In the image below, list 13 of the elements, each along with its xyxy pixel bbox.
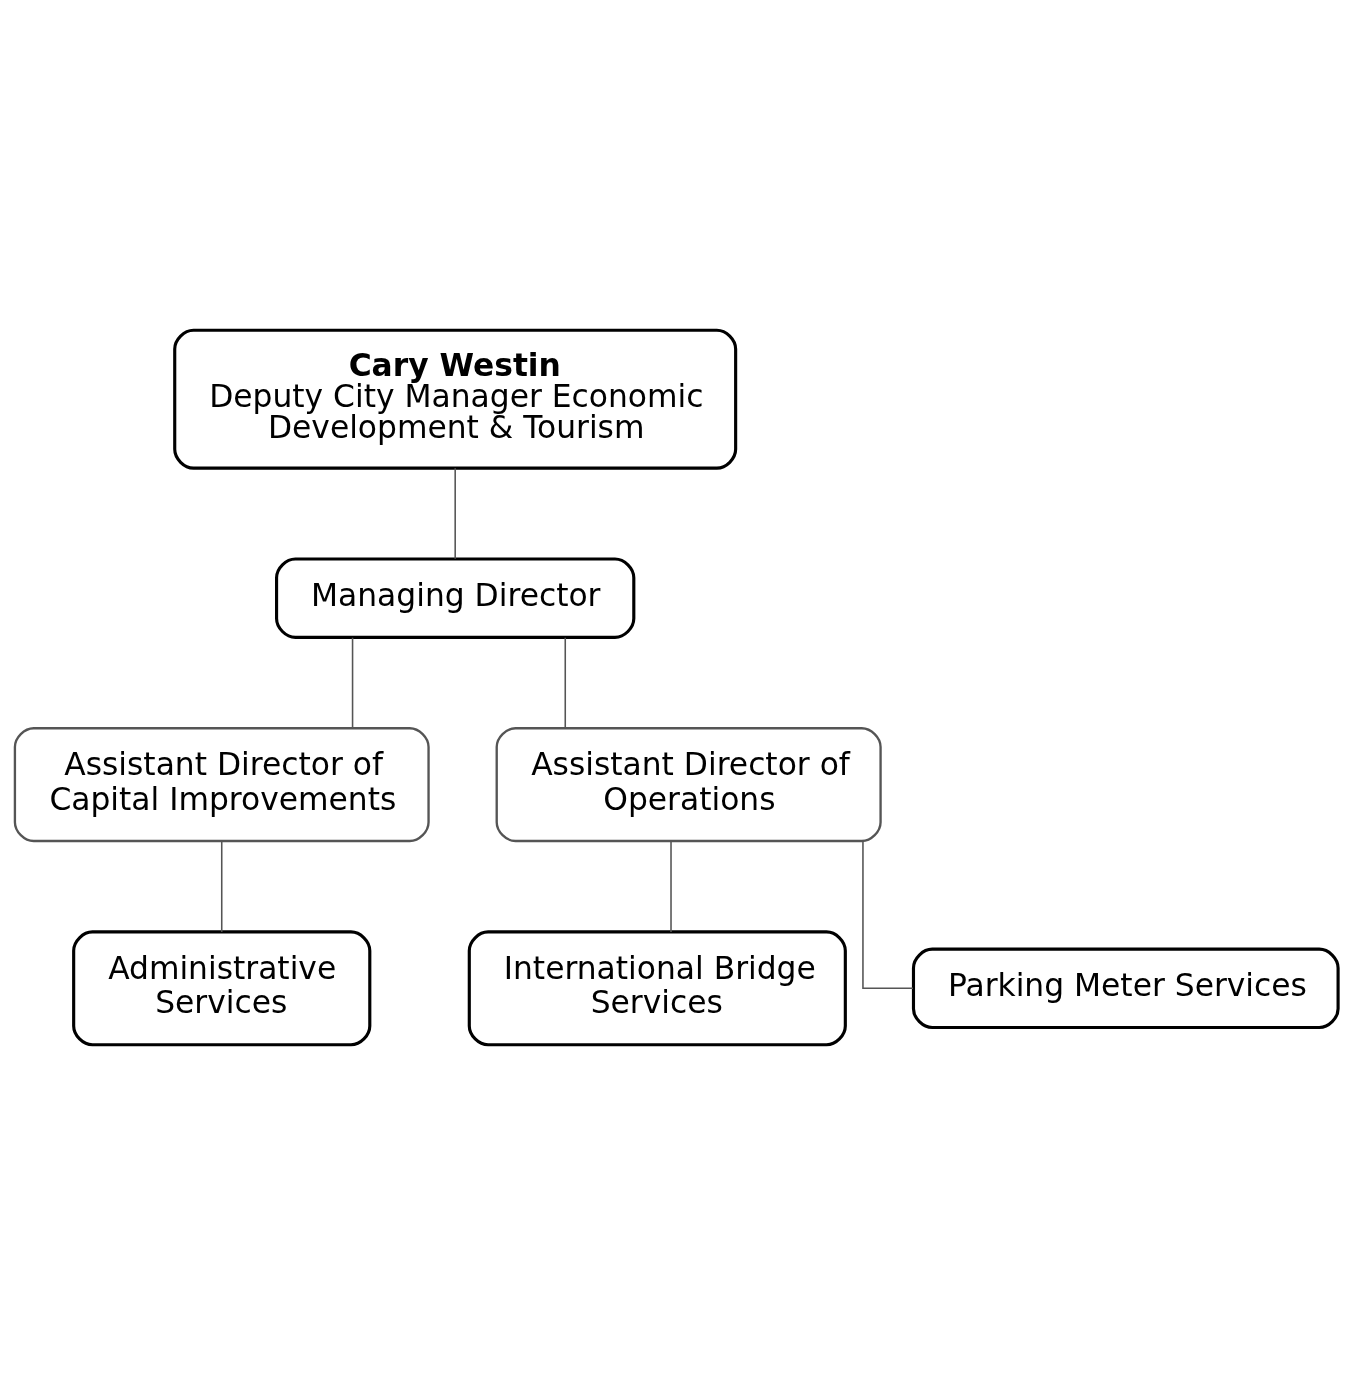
connector: [351, 636, 354, 729]
connector: [220, 840, 223, 933]
node-box: Managing Director: [275, 556, 636, 639]
node-box: Assistant Director of Operations: [495, 726, 882, 842]
node-box: International Bridge Services: [467, 929, 847, 1046]
connector: [862, 840, 914, 989]
connector: [670, 840, 672, 933]
node-box: Parking Meter Services: [911, 947, 1340, 1029]
node-box: Assistant Director of Capital Improvements: [13, 726, 430, 842]
node-box: Cary Westin Deputy City Manager Economic Development & Tourism: [173, 328, 738, 470]
connector: [454, 466, 456, 560]
node-box: Administrative Services: [72, 929, 372, 1046]
connector: [564, 636, 567, 729]
